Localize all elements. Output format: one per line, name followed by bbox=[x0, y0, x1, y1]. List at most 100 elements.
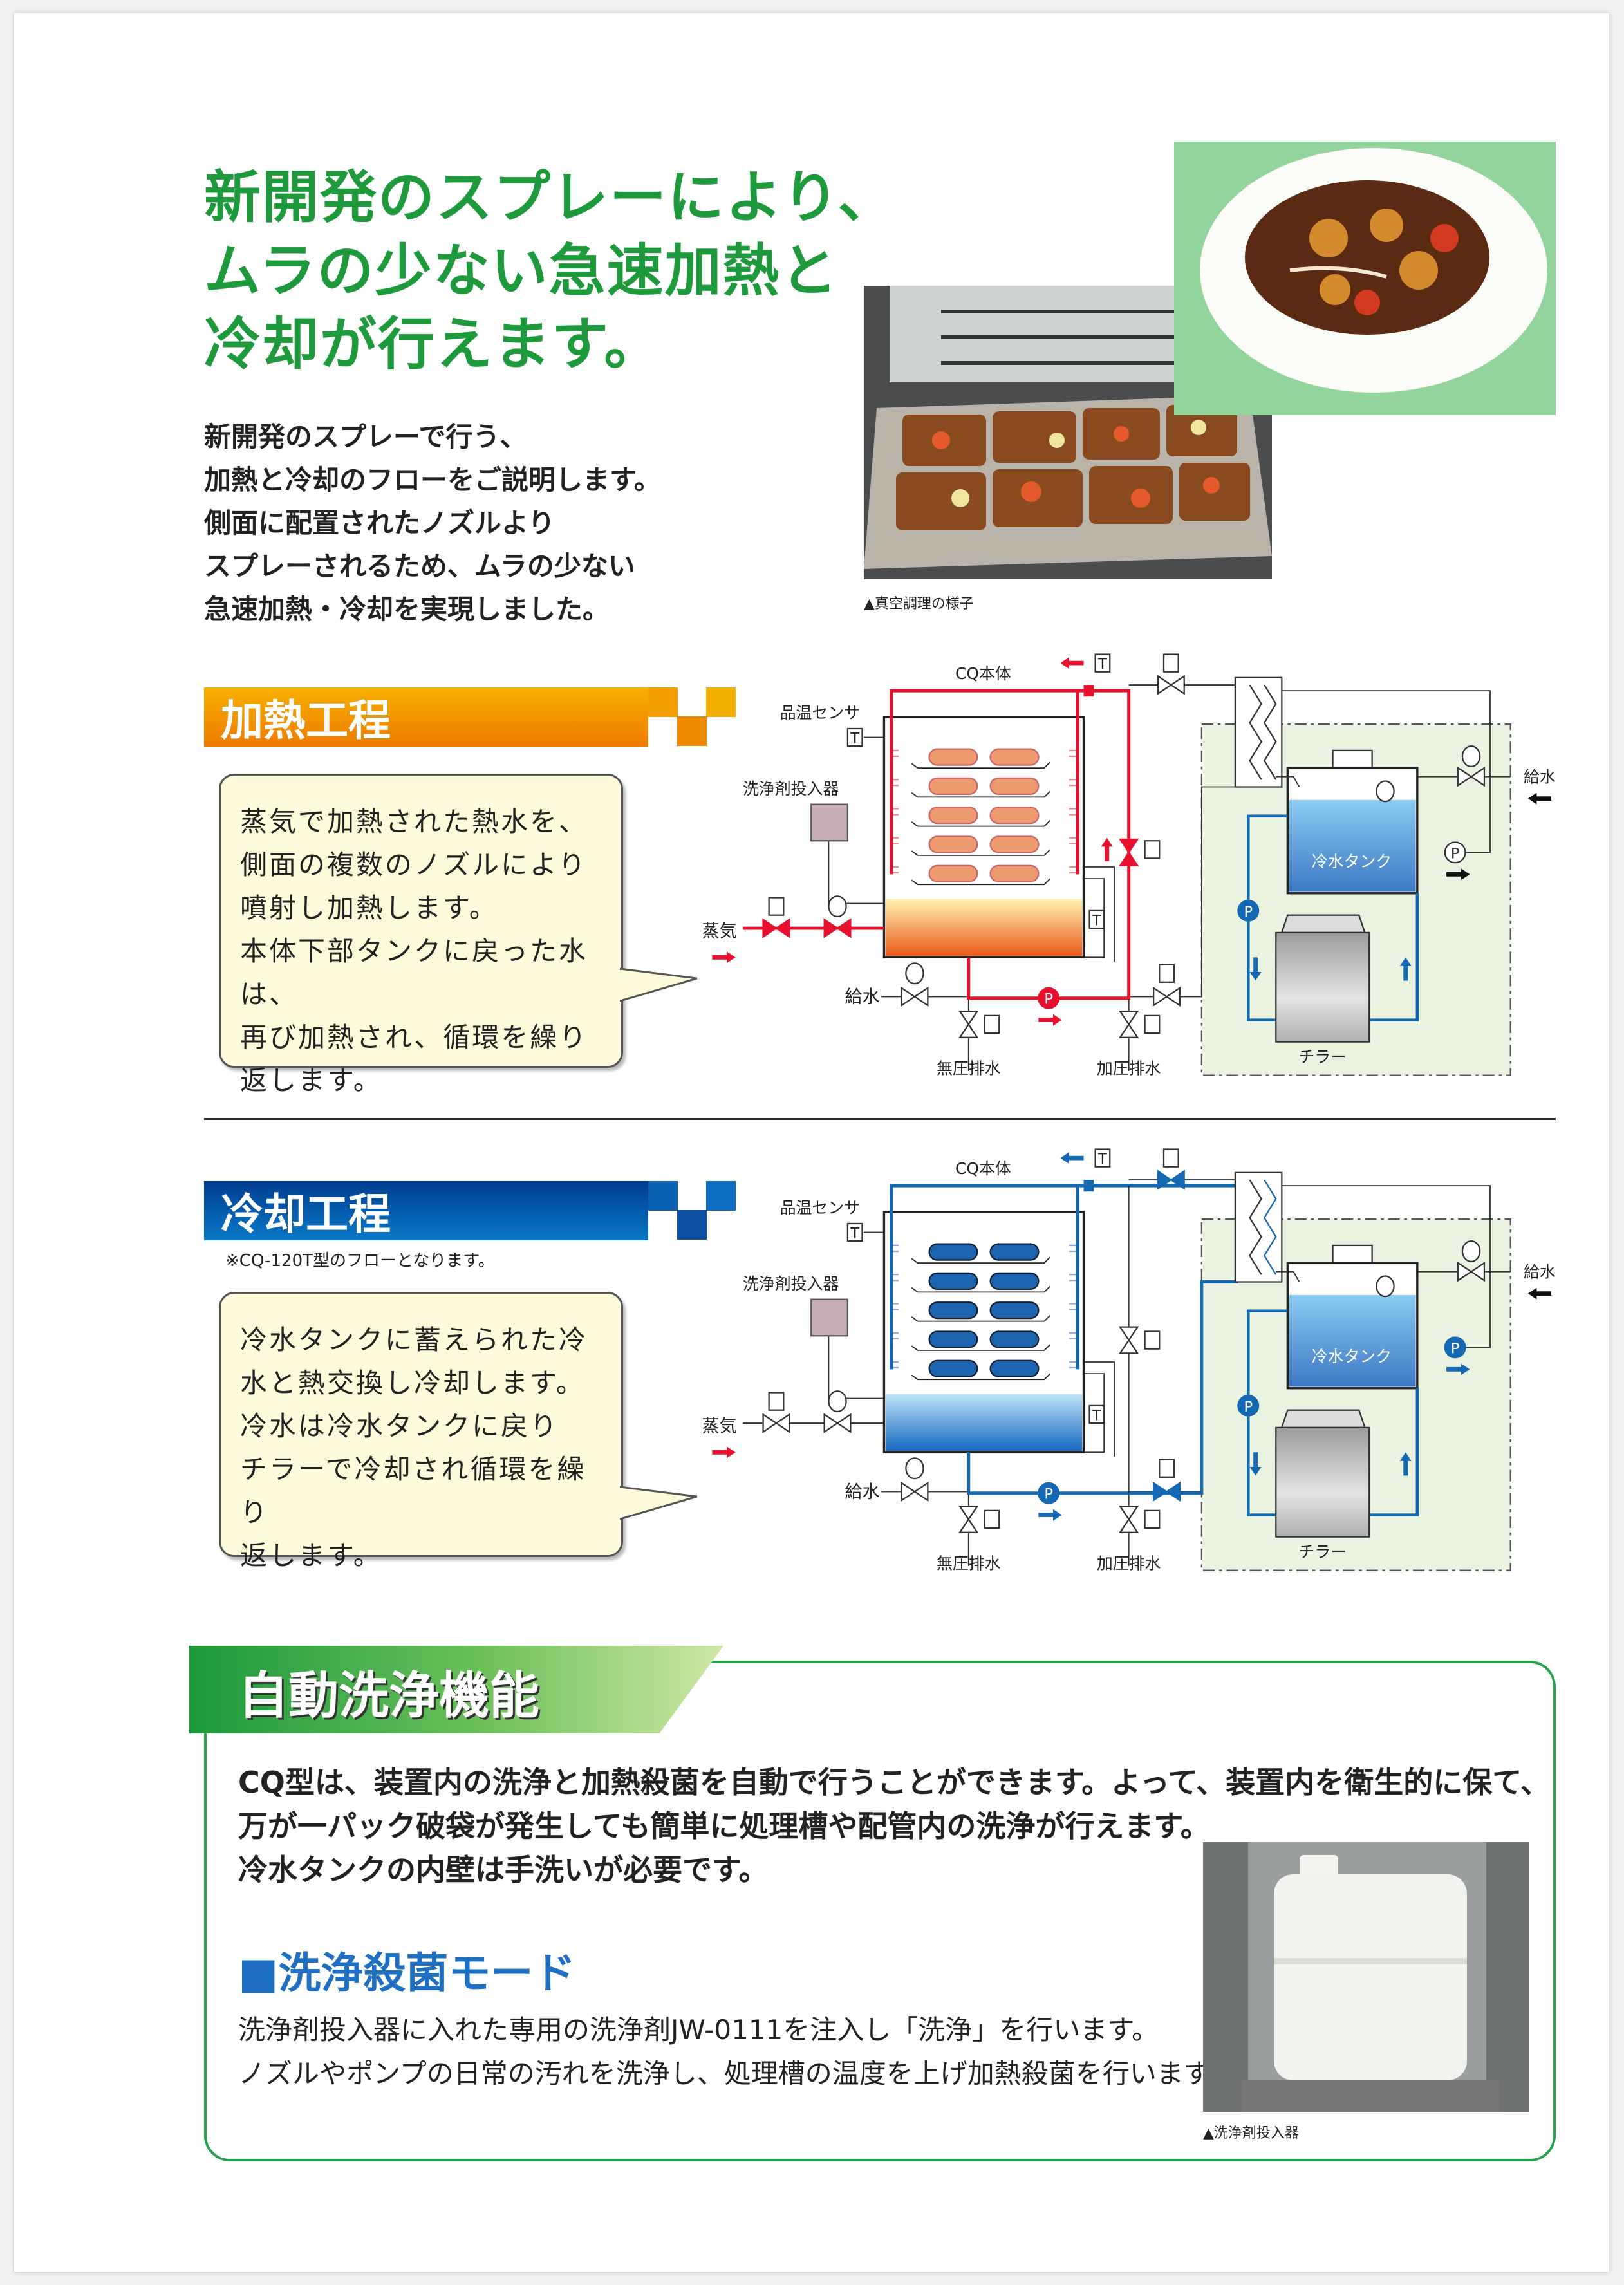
heating-text-line: 再び加熱され、循環を繰り bbox=[240, 1021, 588, 1053]
drain-free-label: 無圧排水 bbox=[937, 1059, 1001, 1077]
intro-text: 新開発のスプレーで行う、 加熱と冷却のフローをご説明します。 側面に配置されたノ… bbox=[204, 415, 661, 631]
pipe bbox=[1282, 1185, 1491, 1348]
gauge-icon bbox=[905, 1457, 924, 1480]
curry-dish-photo bbox=[1174, 142, 1556, 415]
auto-clean-box bbox=[204, 1661, 1556, 2161]
tank-lid bbox=[1332, 749, 1373, 769]
actuator-icon bbox=[1159, 964, 1175, 983]
flow-arrow-icon bbox=[1446, 1363, 1470, 1376]
tray bbox=[911, 819, 1051, 827]
actuator-icon bbox=[1144, 840, 1161, 859]
heating-text-line: 側面の複数のノズルにより bbox=[240, 849, 588, 881]
valve-icon bbox=[1165, 986, 1181, 1007]
pipe bbox=[1276, 776, 1300, 787]
detergent-injector bbox=[810, 1298, 848, 1337]
pump-icon bbox=[1444, 1336, 1466, 1359]
heating-text-line: 蒸気で加熱された熱水を、 bbox=[240, 806, 588, 837]
food-pack bbox=[989, 835, 1040, 853]
detergent-injector-label: 洗浄剤投入器 bbox=[743, 779, 839, 798]
flow-arrow-icon bbox=[1249, 957, 1262, 981]
food-pack bbox=[928, 1359, 978, 1377]
intro-line: スプレーされるため、ムラの少ない bbox=[204, 550, 635, 582]
valve-icon bbox=[901, 1481, 917, 1502]
flow-arrow-icon bbox=[1527, 1287, 1552, 1300]
drain-free-label: 無圧排水 bbox=[937, 1554, 1001, 1572]
tray bbox=[911, 1285, 1051, 1293]
gauge-icon bbox=[1461, 1240, 1481, 1262]
pipe bbox=[1369, 893, 1419, 1021]
tray bbox=[911, 790, 1051, 798]
steam-label: 蒸気 bbox=[702, 922, 737, 942]
heating-title: 加熱工程 bbox=[221, 696, 391, 745]
valve-icon bbox=[1118, 1518, 1139, 1533]
valve-icon bbox=[958, 1505, 979, 1521]
pump-icon bbox=[1038, 987, 1060, 1009]
pump-label: P bbox=[1044, 1486, 1053, 1503]
junction bbox=[1083, 685, 1094, 697]
flow-arrow-icon bbox=[1446, 868, 1470, 881]
pipe bbox=[828, 1336, 884, 1399]
temperature-sensor-icon bbox=[1094, 1148, 1111, 1168]
drain-press-label: 加圧排水 bbox=[1097, 1554, 1161, 1572]
chiller-top bbox=[1280, 914, 1366, 933]
intro-line: 側面に配置されたノズルより bbox=[204, 507, 555, 539]
actuator-icon bbox=[1159, 1459, 1175, 1478]
food-pack bbox=[989, 1330, 1040, 1348]
pipe bbox=[890, 1184, 1078, 1370]
valve-icon bbox=[1470, 766, 1486, 787]
food-pack bbox=[989, 1243, 1040, 1261]
drain-press-label: 加圧排水 bbox=[1097, 1059, 1161, 1077]
cq-body-label: CQ本体 bbox=[955, 1159, 1011, 1178]
cooling-description-bubble: 冷水タンクに蓄えられた冷 水と熱交換し冷却します。 冷水は冷水タンクに戻り チラ… bbox=[219, 1292, 697, 1571]
chiller-label: チラー bbox=[1298, 1542, 1347, 1561]
water-in-label: 給水 bbox=[845, 1482, 879, 1502]
bubble-tail bbox=[620, 1486, 697, 1520]
decor-square bbox=[648, 687, 678, 717]
tank-water bbox=[885, 1394, 1083, 1451]
detergent-injector bbox=[810, 803, 848, 842]
water-in-label: 給水 bbox=[1524, 768, 1556, 787]
chiller-top bbox=[1280, 1409, 1366, 1428]
food-pack bbox=[928, 1272, 978, 1290]
intro-line: 加熱と冷却のフローをご説明します。 bbox=[204, 464, 661, 496]
valve-icon bbox=[774, 1413, 790, 1433]
tray bbox=[911, 878, 1051, 886]
headline-line: 新開発のスプレーにより、 bbox=[204, 164, 896, 230]
valve-icon bbox=[835, 918, 852, 938]
auto-text-line: 万が一パック破袋が発生しても簡単に処理槽や配管内の洗浄が行えます。 bbox=[238, 1809, 1210, 1843]
actuator-icon bbox=[1162, 653, 1179, 673]
valve-icon bbox=[1170, 1170, 1185, 1190]
water-in-label: 給水 bbox=[845, 987, 879, 1007]
flow-arrow-icon bbox=[1527, 792, 1552, 805]
flow-arrow-icon bbox=[1101, 837, 1113, 861]
sensor-t-label: T bbox=[850, 1226, 859, 1242]
gauge-icon bbox=[1376, 1275, 1395, 1298]
heating-text-line: 本体下部タンクに戻った水は、 bbox=[240, 935, 588, 1010]
actuator-icon bbox=[1144, 1014, 1161, 1034]
flow-arrow-icon bbox=[1060, 1152, 1084, 1164]
tank-label: 冷水タンク bbox=[1312, 852, 1392, 871]
food-pack bbox=[989, 1272, 1040, 1290]
sensor-t-label: T bbox=[850, 731, 859, 747]
food-pack bbox=[928, 1301, 978, 1320]
section-divider bbox=[204, 1118, 1556, 1120]
valve-icon bbox=[1157, 675, 1173, 695]
tray bbox=[911, 761, 1051, 769]
detergent-injector-photo bbox=[1203, 1842, 1529, 2112]
cooling-text-line: 冷水タンクに蓄えられた冷 bbox=[240, 1324, 588, 1356]
valve-icon bbox=[901, 986, 917, 1007]
chiller-label: チラー bbox=[1298, 1047, 1347, 1066]
valve-icon bbox=[1118, 838, 1139, 854]
temperature-sensor-icon bbox=[1088, 1404, 1105, 1424]
food-pack bbox=[928, 864, 978, 882]
food-pack bbox=[989, 1359, 1040, 1377]
pipe bbox=[1282, 690, 1491, 853]
food-pack bbox=[989, 864, 1040, 882]
intro-line: 急速加熱・冷却を実現しました。 bbox=[204, 593, 610, 625]
actuator-icon bbox=[768, 1392, 785, 1411]
junction bbox=[1083, 1180, 1094, 1192]
valve-icon bbox=[958, 1010, 979, 1026]
flow-arrow-icon bbox=[712, 951, 736, 964]
wash-mode-line: 洗浄剤投入器に入れた専用の洗浄剤JW-0111を注入し「洗浄」を行います。 bbox=[238, 2014, 1159, 2046]
food-pack bbox=[989, 777, 1040, 795]
